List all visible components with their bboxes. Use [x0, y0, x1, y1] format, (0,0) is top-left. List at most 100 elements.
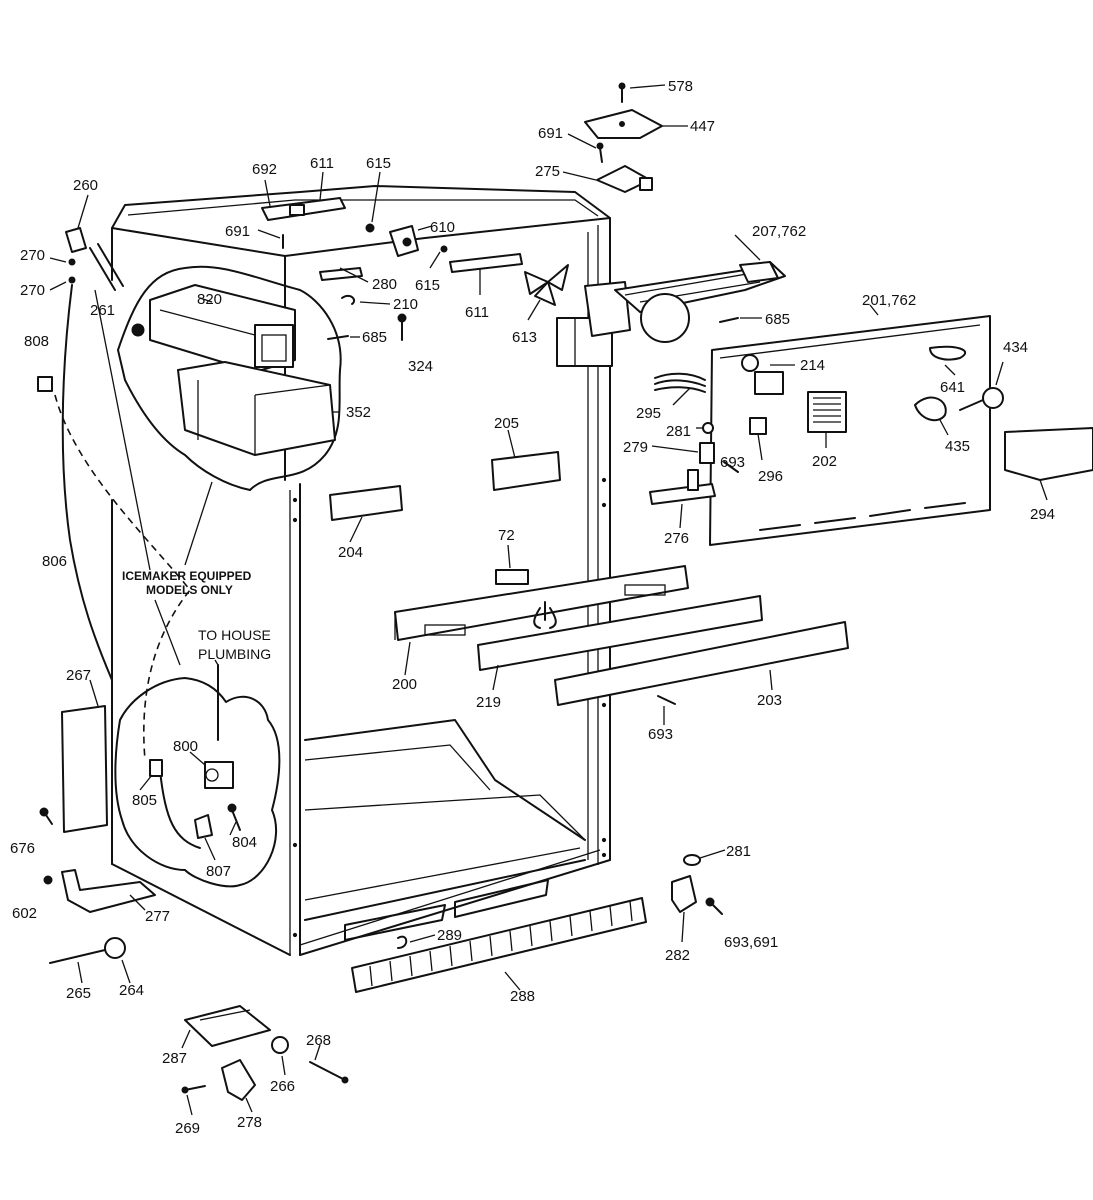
- plumbing-note-line1: TO HOUSE: [198, 627, 271, 643]
- callout-200: 200: [392, 676, 417, 693]
- part-72: [495, 569, 529, 585]
- water-fitting: [65, 227, 124, 291]
- callout-276: 276: [664, 530, 689, 547]
- callout-267: 267: [66, 667, 91, 684]
- callout-434: 434: [1003, 339, 1028, 356]
- callout-72: 72: [498, 527, 515, 544]
- callout-201-762: 201,762: [862, 292, 916, 309]
- callout-202: 202: [812, 453, 837, 470]
- cabinet: [111, 185, 611, 956]
- callout-805: 805: [132, 792, 157, 809]
- callout-270: 270: [20, 282, 45, 299]
- callout-287: 287: [162, 1050, 187, 1067]
- fan-motor-assembly: [524, 261, 786, 367]
- icemaker-arrow-3: [154, 599, 181, 666]
- callout-295: 295: [636, 405, 661, 422]
- callout-611: 611: [310, 155, 334, 172]
- part-808: [37, 376, 53, 392]
- plumbing-note-line2: PLUMBING: [198, 646, 271, 662]
- callout-693: 693: [720, 454, 745, 471]
- callout-613: 613: [512, 329, 537, 346]
- callout-692: 692: [252, 161, 277, 178]
- callout-219: 219: [476, 694, 501, 711]
- callout-288: 288: [510, 988, 535, 1005]
- hinge-assembly: [584, 82, 663, 193]
- ice-bin: [177, 361, 336, 456]
- light-shield: [1004, 427, 1093, 481]
- callout-296: 296: [758, 468, 783, 485]
- callout-269: 269: [175, 1120, 200, 1137]
- icemaker-note-line2: MODELS ONLY: [146, 583, 233, 597]
- callout-281: 281: [726, 843, 751, 860]
- callout-280: 280: [372, 276, 397, 293]
- plumbing-cutaway: [114, 664, 281, 888]
- callout-676: 676: [10, 840, 35, 857]
- bracket-278: [221, 1059, 256, 1101]
- callout-641: 641: [940, 379, 965, 396]
- top-controls: [261, 197, 523, 341]
- callout-260: 260: [73, 177, 98, 194]
- callout-578: 578: [668, 78, 693, 95]
- grille-288: [351, 897, 647, 993]
- screw-693: [657, 695, 676, 705]
- callout-807: 807: [206, 863, 231, 880]
- icemaker-unit: [131, 284, 296, 373]
- callout-691: 691: [225, 223, 250, 240]
- callout-275: 275: [535, 163, 560, 180]
- callout-685: 685: [362, 329, 387, 346]
- icemaker-arrow-1: [94, 289, 151, 571]
- callout-693-691: 693,691: [724, 934, 778, 951]
- hinge-282: [671, 875, 697, 913]
- callout-207-762: 207,762: [752, 223, 806, 240]
- callout-261: 261: [90, 302, 115, 319]
- callout-labels: 578 447 691 275 260 692 611 615 691 610 …: [10, 78, 1055, 1137]
- callout-210: 210: [393, 296, 418, 313]
- callout-615: 615: [366, 155, 391, 172]
- callout-324: 324: [408, 358, 433, 375]
- callout-282: 282: [665, 947, 690, 964]
- callout-693: 693: [648, 726, 673, 743]
- callout-806: 806: [42, 553, 67, 570]
- callout-203: 203: [757, 692, 782, 709]
- cover-267: [61, 705, 108, 833]
- callout-214: 214: [800, 357, 825, 374]
- callout-266: 266: [270, 1078, 295, 1095]
- callout-264: 264: [119, 982, 144, 999]
- callout-205: 205: [494, 415, 519, 432]
- bracket-204: [329, 485, 403, 521]
- callout-204: 204: [338, 544, 363, 561]
- bracket-205: [491, 451, 561, 491]
- callout-277: 277: [145, 908, 170, 925]
- strip-203: [554, 621, 849, 706]
- callout-610: 610: [430, 219, 455, 236]
- callout-685: 685: [765, 311, 790, 328]
- callout-281: 281: [666, 423, 691, 440]
- callout-820: 820: [197, 291, 222, 308]
- control-panel: [649, 315, 1004, 546]
- callout-268: 268: [306, 1032, 331, 1049]
- callout-294: 294: [1030, 506, 1055, 523]
- icemaker-arrow-2: [184, 481, 213, 566]
- callout-602: 602: [12, 905, 37, 922]
- plate-287: [184, 1005, 271, 1047]
- water-line: [61, 284, 113, 681]
- callout-352: 352: [346, 404, 371, 421]
- callout-804: 804: [232, 834, 257, 851]
- callout-611: 611: [465, 304, 489, 321]
- callout-278: 278: [237, 1114, 262, 1131]
- icemaker-note-line1: ICEMAKER EQUIPPED: [122, 569, 252, 583]
- callout-289: 289: [437, 927, 462, 944]
- icemaker-cutaway: [117, 265, 342, 491]
- bracket-277: [61, 869, 156, 913]
- callout-265: 265: [66, 985, 91, 1002]
- callout-800: 800: [173, 738, 198, 755]
- callout-279: 279: [623, 439, 648, 456]
- callout-270: 270: [20, 247, 45, 264]
- callout-615: 615: [415, 277, 440, 294]
- callout-435: 435: [945, 438, 970, 455]
- callout-691: 691: [538, 125, 563, 142]
- front-rail: [394, 565, 689, 641]
- strip-219: [477, 595, 763, 671]
- leader-lines: [49, 84, 1048, 1116]
